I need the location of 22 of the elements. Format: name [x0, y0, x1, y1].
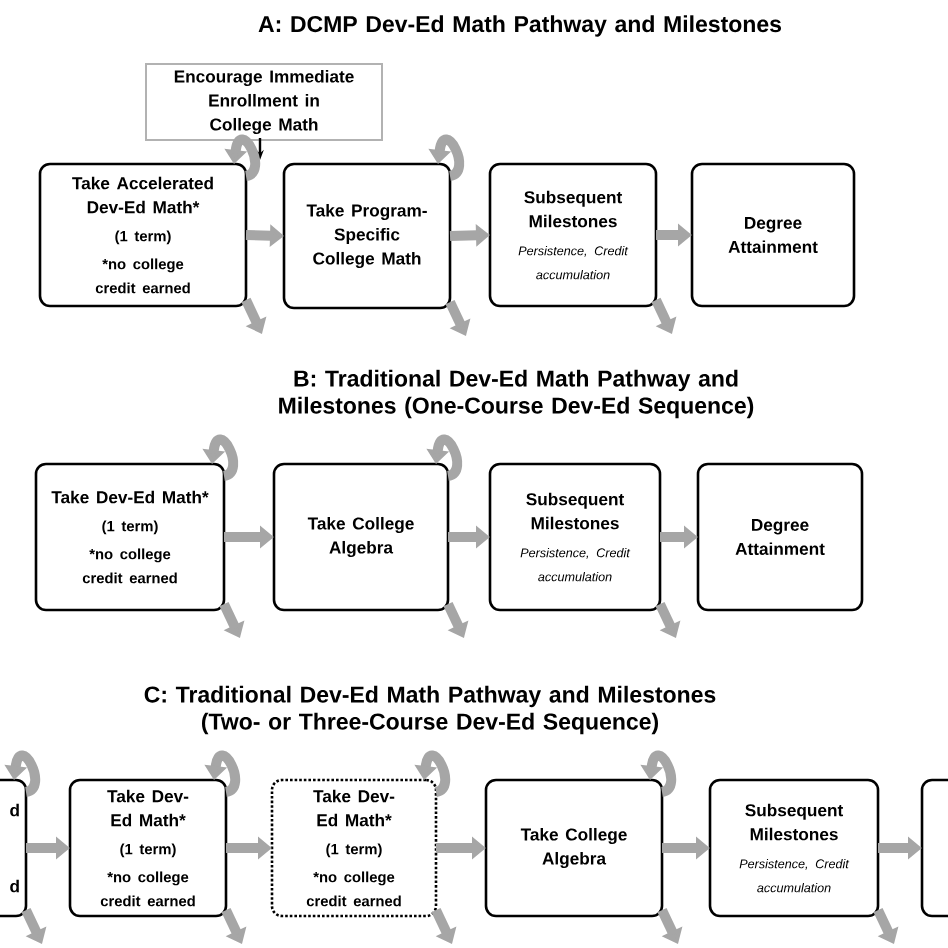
callout-box: Encourage Immediate Enrollment in College Math	[145, 62, 383, 142]
section-title: B: Traditional Dev-Ed Math Pathway and Milestones (One-Course Dev-Ed Sequence)	[279, 369, 754, 419]
dropout-arrow	[221, 907, 247, 944]
dropout-arrow	[873, 907, 899, 944]
dropout-arrow	[431, 907, 457, 944]
dropout-arrow	[651, 297, 677, 334]
section-title: C: Traditional Dev-Ed Math Pathway and Milestones (Two- or Three-Course Dev-Ed Sequence)	[144, 685, 716, 735]
dropout-arrow	[241, 297, 267, 334]
dropout-arrow	[655, 601, 681, 638]
process-box: Take Program-Specific College Math	[282, 162, 452, 310]
process-box: d d	[0, 778, 28, 918]
dropout-arrow	[445, 299, 471, 336]
dropout-arrow	[657, 907, 683, 944]
dropout-arrow	[219, 601, 245, 638]
process-box: Degree Attainment	[696, 462, 864, 612]
dropout-arrow	[21, 907, 47, 944]
process-box: Take College Algebra	[484, 778, 664, 918]
process-box: Take College Algebra	[272, 462, 450, 612]
process-box	[920, 778, 948, 918]
dropout-arrow	[443, 601, 469, 638]
section-title: A: DCMP Dev-Ed Math Pathway and Milestones	[258, 15, 781, 37]
process-box: Degree Attainment	[690, 162, 856, 308]
